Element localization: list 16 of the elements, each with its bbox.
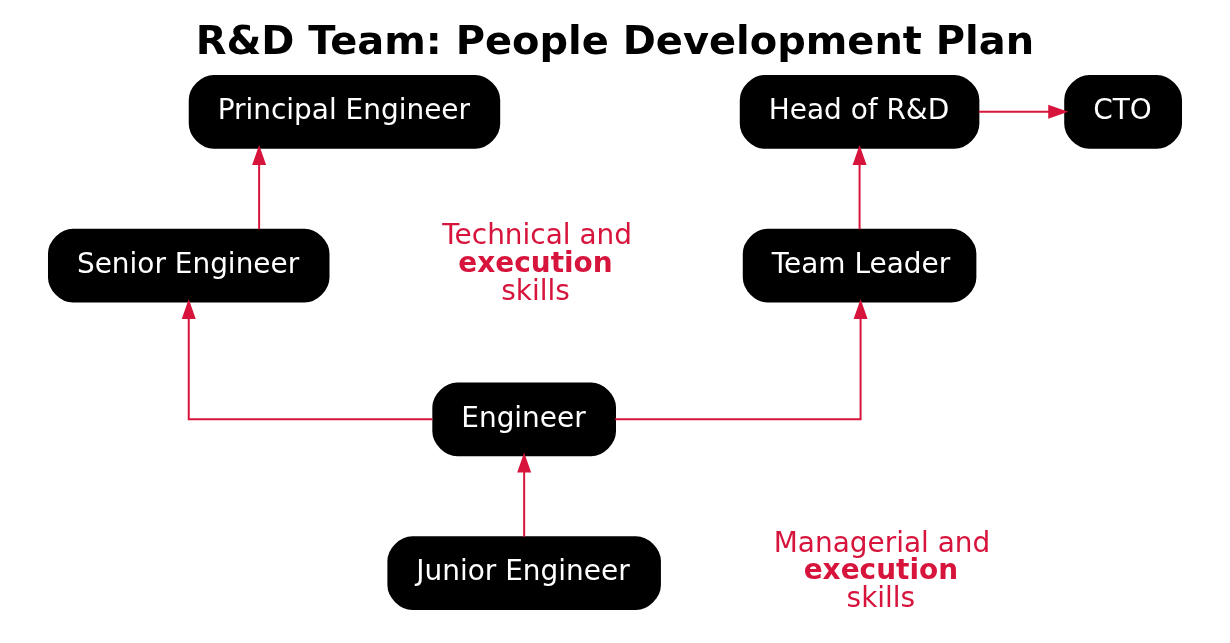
node-box: Head of R&D	[739, 74, 980, 149]
label: Technical and execution skills	[442, 218, 633, 307]
arrow	[978, 104, 1069, 119]
diagram-title: R&D Team: People Development Plan	[195, 16, 1035, 63]
node-box: Junior Engineer	[387, 536, 661, 610]
arrow	[614, 299, 868, 421]
node-box: Team Leader	[742, 228, 977, 303]
arrow	[517, 452, 532, 538]
node-box: Engineer	[432, 382, 616, 457]
arrow	[181, 299, 434, 421]
arrow	[252, 145, 267, 231]
label: Managerial and execution skills	[773, 525, 991, 615]
arrow	[852, 145, 867, 231]
node-box: Principal Engineer	[188, 74, 501, 149]
node-box: Senior Engineer	[48, 228, 330, 303]
node-box: CTO	[1064, 74, 1182, 149]
